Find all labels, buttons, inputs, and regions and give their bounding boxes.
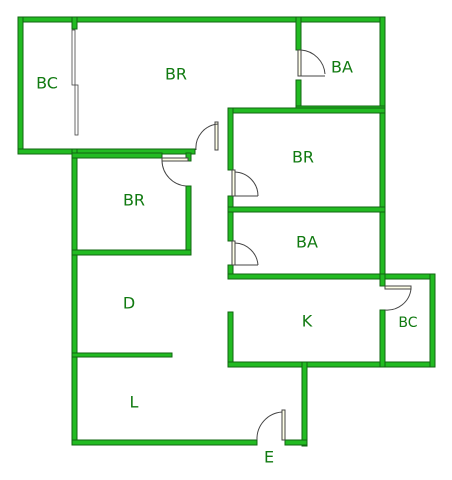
wall-right-upper: [379, 16, 386, 280]
wall-left-lower: [71, 148, 78, 446]
wall-kitchen-left: [227, 311, 234, 367]
wall-kitchen-bc-divider: [379, 273, 386, 287]
wall-dining-stub: [71, 352, 173, 358]
wall-kitchen-bc-divider-2: [379, 309, 386, 368]
window-pane-a: [71, 29, 76, 86]
door-balcony-right: [384, 285, 412, 311]
door-bedroom-right: [231, 169, 259, 197]
door-entrance: [256, 409, 286, 441]
walls: [17, 16, 436, 447]
wall-balcony-bottom: [17, 148, 81, 155]
doors: [161, 49, 412, 441]
room-label-bedroom-top: BR: [165, 65, 187, 84]
door-corridor-top: [195, 121, 219, 151]
wall-bc-right-outer: [429, 273, 436, 368]
wall-living-bottom-b: [284, 439, 308, 446]
room-label-bedroom-right: BR: [292, 148, 314, 167]
wall-corridor-left-b: [227, 195, 234, 242]
wall-bath-top-left: [295, 16, 302, 51]
room-label-balcony-top-left: BC: [36, 74, 58, 93]
room-label-living: L: [130, 393, 139, 412]
window-pane-b: [74, 84, 79, 136]
wall-corridor-top: [227, 107, 386, 114]
wall-corridor-left-a: [227, 107, 234, 171]
sliding-window: [71, 29, 79, 136]
room-label-kitchen: K: [302, 312, 313, 331]
entrance-label: E: [264, 448, 274, 467]
wall-bl-right-b: [185, 185, 192, 255]
wall-living-bottom-a: [71, 439, 258, 446]
wall-kitchen-bottom: [227, 361, 436, 368]
wall-br-right-bottom: [227, 206, 386, 213]
room-label-bathroom-right: BA: [296, 233, 318, 252]
room-label-dining: D: [123, 294, 135, 313]
wall-bl-bottom: [71, 249, 192, 256]
wall-bl-top: [71, 152, 163, 159]
door-bedroom-left: [161, 157, 189, 187]
wall-ba-right-bottom: [227, 273, 436, 280]
wall-left-upper: [17, 16, 24, 155]
room-label-balcony-right: BC: [398, 315, 417, 331]
door-bath-top: [297, 49, 326, 77]
room-labels: BC BR BA BR BR BA D K BC L E: [36, 58, 418, 467]
wall-living-right: [301, 361, 308, 447]
room-label-bathroom-top: BA: [331, 58, 353, 77]
wall-balcony-divider: [71, 16, 78, 30]
door-bathroom-right: [231, 240, 259, 266]
room-label-bedroom-left: BR: [123, 191, 145, 210]
